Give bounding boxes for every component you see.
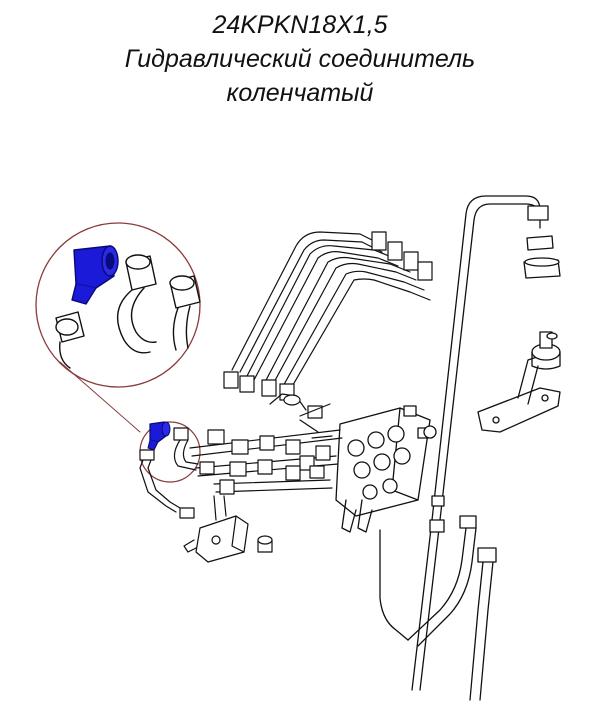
lower-hoses [379,527,497,701]
hose-bundle [223,231,433,401]
elbow-connector[interactable] [147,421,171,451]
callout-small-hoses [139,427,199,513]
part-number-title: 24KPKN18X1,5 [212,11,388,39]
magnified-elbow-connector[interactable] [71,245,119,305]
filler-bracket [477,331,561,433]
return-line-pipe [411,195,561,691]
magnified-fittings [55,254,201,369]
fitting-cluster [179,393,343,563]
detail-callout [35,222,201,483]
part-name-line2: коленчатый [226,79,374,107]
part-name-line1: Гидравлический соединитель [124,45,476,73]
control-valve [335,405,477,533]
